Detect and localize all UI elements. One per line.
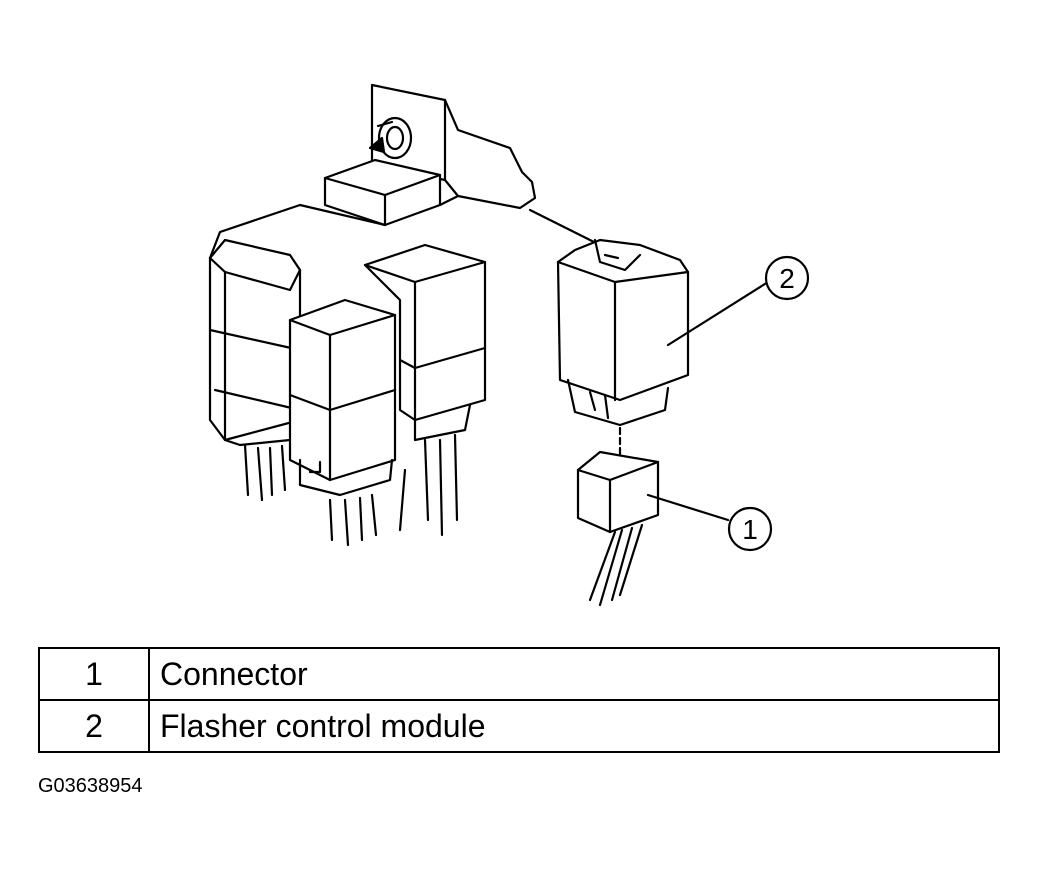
legend-number: 2: [38, 699, 150, 753]
callout-1-number: 1: [742, 514, 758, 545]
relay-right: [363, 243, 487, 537]
callout-2-number: 2: [779, 263, 795, 294]
leader-line-1: [646, 493, 730, 522]
relay-middle: [288, 298, 397, 547]
legend-description: Flasher control module: [148, 699, 1000, 753]
legend-description: Connector: [148, 647, 1000, 701]
legend-number: 1: [38, 647, 150, 701]
legend-table: 1 Connector 2 Flasher control module: [38, 647, 1000, 753]
bolt-icon: [368, 116, 413, 160]
figure-id: G03638954: [38, 775, 143, 797]
relay-left: [208, 238, 302, 502]
table-row: 2 Flasher control module: [38, 699, 1000, 753]
flasher-control-module: [528, 208, 690, 427]
table-row: 1 Connector: [38, 647, 1000, 701]
callout-1: 1: [727, 506, 773, 552]
callout-2: 2: [764, 255, 810, 301]
leader-line-2: [666, 280, 770, 347]
connector: [576, 450, 660, 607]
mounting-bracket: [208, 83, 537, 260]
relay-block-illustration: 2 1: [208, 83, 810, 607]
